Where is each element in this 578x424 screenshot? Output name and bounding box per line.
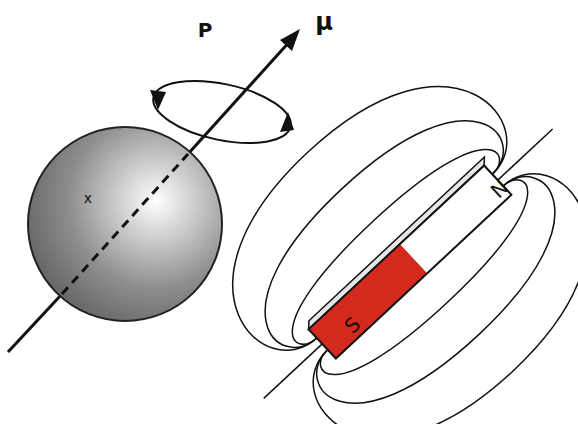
spin-axis bbox=[8, 294, 62, 352]
moment-label: μ bbox=[315, 10, 333, 34]
arrowhead bbox=[280, 29, 300, 51]
field-line bbox=[187, 39, 526, 369]
bar-magnet bbox=[161, 19, 578, 424]
field-line bbox=[231, 86, 515, 360]
arrowhead bbox=[280, 112, 294, 132]
momentum-label: P bbox=[198, 20, 213, 40]
spin-axis-hidden bbox=[62, 154, 188, 294]
north-half bbox=[400, 166, 511, 274]
sphere bbox=[28, 127, 222, 321]
field-line bbox=[272, 128, 506, 350]
center-mark: x bbox=[84, 191, 92, 205]
magnet-outline bbox=[309, 166, 512, 359]
field-lines bbox=[187, 39, 578, 424]
arrowhead bbox=[150, 90, 166, 110]
field-line bbox=[294, 155, 578, 424]
rotation-loop bbox=[148, 70, 297, 154]
south-half bbox=[309, 244, 428, 359]
